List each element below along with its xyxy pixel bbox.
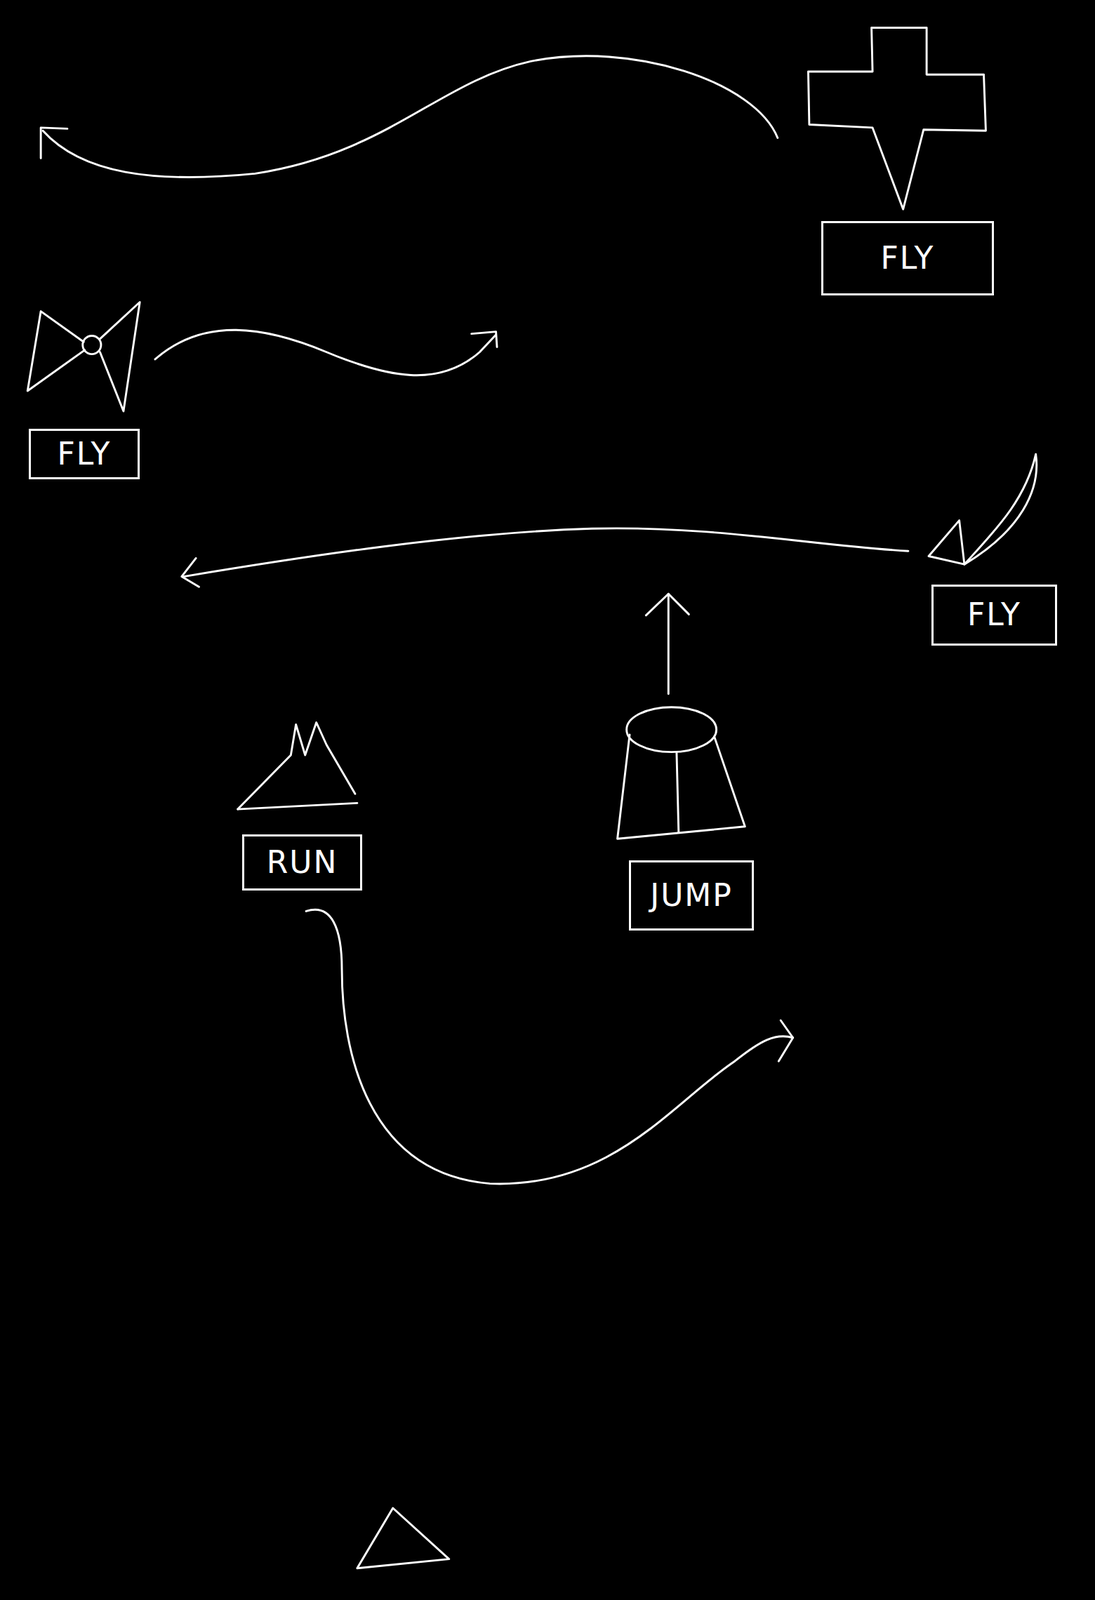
flight-path-arrow <box>183 528 909 577</box>
triangle-figure <box>357 1508 450 1569</box>
bowtie-figure <box>99 302 140 413</box>
label-text: JUMP <box>649 878 733 913</box>
arrow-head <box>778 1020 793 1062</box>
jump-arrow <box>667 593 670 694</box>
label-box: FLY <box>931 584 1058 646</box>
label-box: FLY <box>821 221 994 296</box>
label-box: RUN <box>242 834 363 891</box>
drum-figure <box>626 707 717 753</box>
label-text: FLY <box>880 241 935 276</box>
arrow-head <box>181 558 200 587</box>
arrow-head <box>40 127 68 159</box>
label-text: RUN <box>266 845 339 880</box>
arrow-head <box>471 332 497 348</box>
flight-path-arrow <box>42 56 778 178</box>
label-box: JUMP <box>628 860 754 931</box>
creature-figure <box>237 803 358 810</box>
creature-figure <box>237 722 356 811</box>
label-box: FLY <box>28 428 140 480</box>
drum-figure <box>676 752 679 834</box>
bowtie-knot <box>82 335 102 354</box>
flight-path-arrow <box>155 329 497 375</box>
arrow-head <box>645 593 689 616</box>
run-path-arrow <box>306 909 793 1185</box>
bowtie-figure <box>27 311 85 391</box>
crescent-figure <box>928 520 965 566</box>
plane-figure <box>807 27 986 210</box>
label-text: FLY <box>57 437 112 471</box>
label-text: FLY <box>967 598 1022 632</box>
crescent-figure <box>964 454 1037 565</box>
drum-figure <box>617 734 746 839</box>
